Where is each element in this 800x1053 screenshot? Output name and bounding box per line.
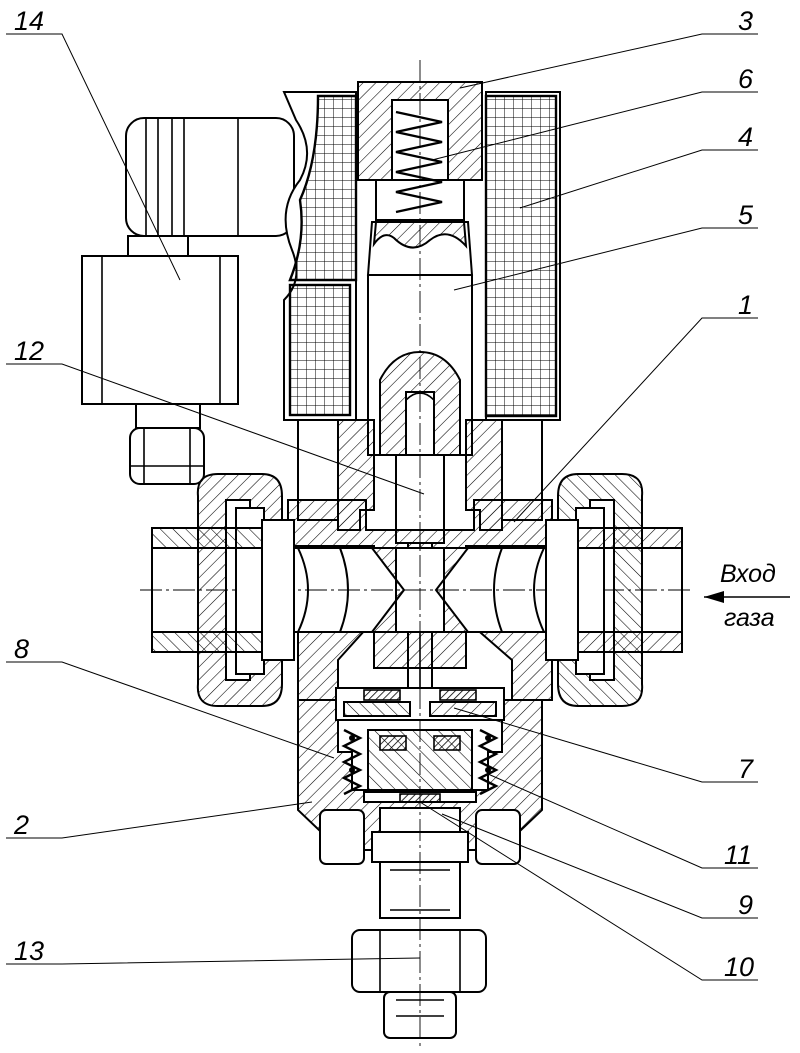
callout-3: 3: [738, 6, 753, 36]
inlet-note-line2: газа: [724, 604, 775, 632]
springs-11: [341, 728, 499, 796]
callout-11: 11: [724, 840, 752, 870]
nut-13: [351, 929, 487, 1039]
lower-cover-2: [297, 699, 543, 865]
callout-13: 13: [14, 936, 44, 966]
callout-4: 4: [738, 122, 753, 152]
callout-2: 2: [13, 810, 29, 840]
union-right: [545, 473, 683, 707]
spring-6: [395, 110, 443, 214]
callout-5: 5: [738, 200, 754, 230]
callout-12: 12: [14, 336, 44, 366]
callout-1: 1: [738, 290, 753, 320]
callout-14: 14: [14, 6, 44, 36]
callout-10: 10: [724, 952, 754, 982]
callout-7: 7: [738, 754, 754, 784]
solenoid-housing: [282, 91, 561, 421]
callout-9: 9: [738, 890, 753, 920]
leader-lines: [6, 33, 790, 981]
connector-14: [81, 117, 295, 485]
callout-6: 6: [738, 64, 754, 94]
inlet-note-line1: Вход: [720, 560, 776, 588]
callout-8: 8: [14, 634, 29, 664]
union-left: [151, 473, 295, 707]
